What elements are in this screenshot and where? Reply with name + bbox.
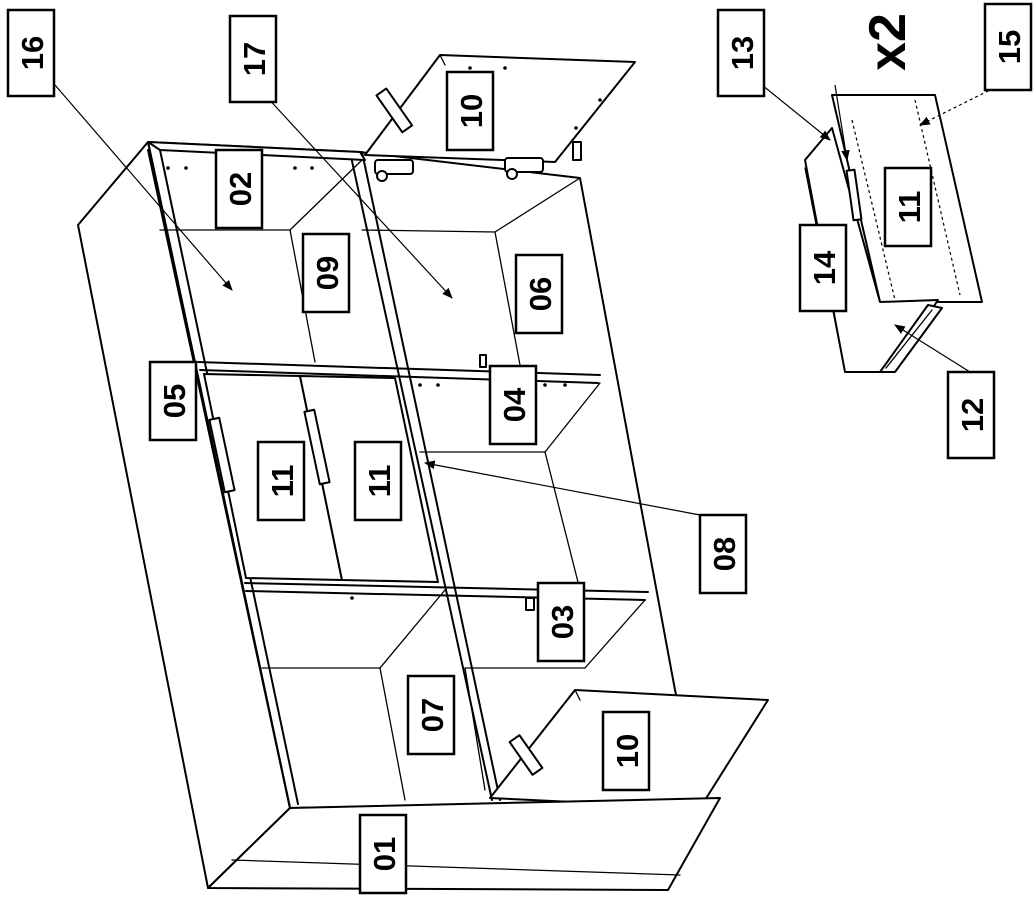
svg-text:14: 14 (807, 250, 842, 285)
label-10-upper: 10 (445, 70, 495, 152)
label-05: 05 (148, 360, 198, 442)
label-10-lower: 10 (601, 710, 651, 792)
svg-text:12: 12 (955, 398, 990, 432)
label-07: 07 (406, 674, 456, 756)
label-08: 08 (698, 513, 748, 595)
svg-text:10: 10 (454, 94, 489, 128)
label-11-upper: 11 (256, 440, 306, 522)
svg-text:03: 03 (545, 605, 580, 639)
cabinet-drawing (77, 54, 769, 891)
label-03: 03 (536, 581, 586, 663)
svg-text:17: 17 (237, 42, 272, 76)
label-15: 15 (983, 2, 1033, 92)
svg-text:05: 05 (157, 384, 192, 418)
svg-text:08: 08 (707, 537, 742, 571)
label-12: 12 (946, 370, 996, 460)
svg-text:11: 11 (265, 465, 300, 498)
label-11-lower: 11 (353, 440, 403, 522)
label-17: 17 (228, 14, 278, 104)
svg-text:07: 07 (415, 698, 450, 732)
svg-text:11: 11 (362, 465, 397, 498)
svg-text:06: 06 (523, 277, 558, 311)
door-10-upper (364, 54, 636, 163)
label-06: 06 (514, 253, 564, 335)
label-16: 16 (6, 8, 56, 98)
dowel-holes (166, 66, 602, 600)
label-09: 09 (301, 232, 351, 314)
hinge-lower (504, 157, 544, 180)
label-02: 02 (214, 148, 264, 230)
svg-text:11: 11 (892, 191, 927, 224)
svg-text:16: 16 (15, 36, 50, 70)
multiplier-x2: x2 (859, 13, 917, 71)
svg-text:x2: x2 (859, 13, 917, 71)
svg-text:01: 01 (367, 837, 402, 871)
svg-text:09: 09 (310, 256, 345, 290)
leader-lines (54, 79, 1011, 516)
label-01: 01 (358, 813, 408, 895)
hinge-upper (374, 159, 414, 182)
label-14: 14 (798, 223, 848, 313)
label-13: 13 (716, 8, 766, 98)
svg-text:15: 15 (992, 30, 1027, 64)
label-04: 04 (488, 364, 538, 446)
svg-text:10: 10 (610, 734, 645, 768)
label-11-detail: 11 (883, 166, 933, 248)
svg-text:13: 13 (725, 36, 760, 70)
svg-text:02: 02 (223, 172, 258, 206)
svg-text:04: 04 (497, 387, 532, 422)
panel-01-side (207, 797, 721, 891)
